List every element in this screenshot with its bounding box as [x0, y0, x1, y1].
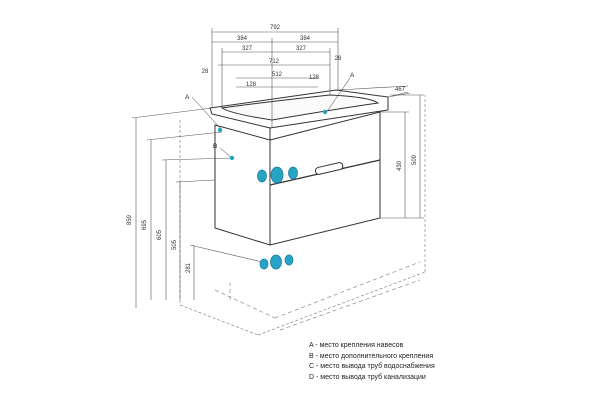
dim-384-right: 384 — [300, 36, 311, 42]
dim-28-right: 28 — [335, 56, 342, 62]
top-dimension-labels: 792 384 384 327 327 712 28 28 512 128 12… — [202, 25, 342, 88]
legend: A - место крепления навесов B - место до… — [309, 341, 435, 383]
dim-859: 859 — [127, 214, 133, 225]
marker-label-a-right: A — [350, 72, 355, 79]
dim-327-right: 327 — [296, 46, 307, 52]
dim-509: 509 — [412, 154, 418, 165]
top-dimensions — [211, 28, 339, 128]
dim-128-right: 128 — [309, 75, 320, 81]
legend-item-a: A - место крепления навесов — [309, 342, 404, 349]
dim-512: 512 — [272, 72, 283, 78]
dim-430: 430 — [397, 160, 403, 171]
mount-point-a-right — [322, 109, 328, 115]
marker-label-a-left: A — [185, 94, 190, 101]
right-height-labels: 430 509 — [397, 154, 418, 171]
left-height-labels: 859 695 605 505 281 — [127, 214, 192, 273]
dim-695: 695 — [142, 219, 148, 230]
drawer-handle — [314, 162, 344, 175]
left-height-dimensions — [131, 107, 263, 308]
legend-item-b: B - место дополнительного крепления — [309, 352, 434, 360]
dim-128-left: 128 — [246, 82, 257, 88]
dim-505: 505 — [172, 239, 178, 250]
washbasin — [209, 89, 389, 140]
pipe-outlets-floor — [259, 254, 294, 270]
legend-item-d: D - место вывода труб канализации — [309, 373, 426, 381]
dim-384-left: 384 — [237, 36, 248, 42]
mount-point-b — [229, 155, 235, 161]
dim-281: 281 — [186, 262, 192, 273]
floor-lines — [214, 261, 421, 331]
dim-327-left: 327 — [242, 46, 253, 52]
dim-467: 467 — [395, 87, 406, 93]
marker-points — [191, 77, 351, 159]
pipe-outlets-wall — [257, 166, 298, 184]
mount-point-a-left — [217, 127, 223, 133]
marker-label-b: B — [213, 143, 217, 150]
legend-item-c: C - место вывода труб водоснабжения — [309, 363, 435, 370]
dim-605: 605 — [157, 229, 163, 240]
dim-792: 792 — [270, 25, 281, 31]
dim-712: 712 — [269, 59, 280, 65]
dim-28-left: 28 — [202, 69, 209, 75]
right-height-dimensions — [380, 94, 424, 219]
